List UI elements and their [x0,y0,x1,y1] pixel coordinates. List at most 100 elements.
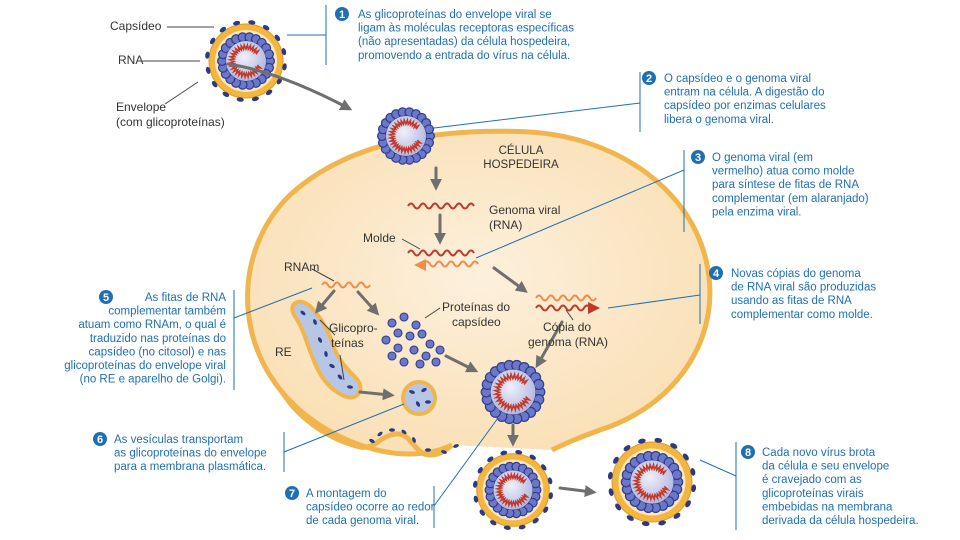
host-cell [245,128,713,458]
step-caption-6: 6 As vesículas transportam as glicoproteín… [93,432,267,473]
step-caption-line: As fitas de RNA [145,292,226,304]
step-number-badge: 6 [93,432,107,446]
genome-copy-complementary [535,294,597,302]
step-caption-line: As vesículas transportam [114,434,243,446]
label-genome-copy: Cópia do [543,320,591,334]
step-caption-line: de RNA viral são produzidas [731,282,876,294]
virus-budding [473,450,553,530]
step-caption-line: glicoproteínas do envelope viral [64,360,226,372]
mrna-strand [321,281,371,289]
label-capsid-proteins-2: capsídeo [452,315,501,329]
label-capsid: Capsídeo [110,19,162,33]
label-host-cell: CÉLULA [499,144,544,157]
step-caption-line: complementar também [108,306,226,318]
step-caption-line: atuam como RNAm, o qual é [78,319,226,331]
step-caption-line: glicoproteínas virais [762,488,864,500]
step-caption-line: (não apresentadas) da célula hospedeira, [358,36,570,48]
step-caption-line: ligam às moléculas receptoras específica… [358,23,574,35]
viral-genome-rna [407,202,475,210]
step-caption-line: (no RE e aparelho de Golgi). [80,374,226,386]
step-number: 2 [646,73,652,85]
complementary-rna [423,260,479,268]
step-number-badge: 8 [741,445,755,459]
label-rna: RNA [118,53,143,67]
virus-assembling [480,359,546,425]
step-caption-5: 5 As fitas de RNA complementar tambématuam… [64,290,226,386]
flow-arrows [226,62,597,498]
step-caption-line: Cada novo vírus brota [762,447,876,459]
step-caption-line: promovendo a entrada do vírus na célula. [358,50,570,62]
step-caption-8: 8 Cada novo vírus brota da célula e seu en… [741,445,919,527]
virus-released [607,437,697,527]
step-caption-3: 3 O genoma viral (em vermelho) atua como m… [691,150,869,218]
step-number-badge: 4 [709,266,723,280]
genome-copy-rna [535,304,591,312]
step-caption-1: 1 As glicoproteínas do envelope viral se l… [335,7,574,62]
step-caption-line: complementar (em alaranjado) [712,193,869,205]
capsid-proteins [381,312,445,369]
virus-entering [205,20,287,102]
step-caption-2: 2 O capsídeo e o genoma viral entram na cé… [642,71,826,126]
step-caption-line: embebidas na membrana [762,501,893,513]
step-caption-line: capsídeo (no citosol) e nas [89,346,227,358]
label-genome-copy-2: genoma (RNA) [528,335,608,349]
label-leader-lines [137,26,574,381]
step-caption-line: entram na célula. A digestão do [664,87,824,99]
step-number: 8 [745,447,751,459]
step-number-badge: 1 [335,7,349,21]
step-caption-7: 7 A montagem do capsídeo ocorre ao redorde… [285,486,435,527]
label-viral-genome: Genoma viral [489,203,560,217]
transport-vesicle [401,380,437,416]
step-caption-line: libera o genoma viral. [664,114,774,126]
step-caption-line: as glicoproteínas do envelope [114,448,267,460]
step-number: 4 [713,268,720,280]
step-caption-line: capsídeo por enzimas celulares [664,100,826,112]
step-caption-4: 4 Novas cópias do genoma de RNA viral são … [709,266,876,321]
step-caption-line: derivada da célula hospedeira. [762,515,919,527]
step-number: 3 [695,152,701,164]
label-template: Molde [363,231,396,245]
step-caption-line: para a membrana plasmática. [114,461,266,473]
step-caption-line: O capsídeo e o genoma viral [664,73,811,85]
step-caption-line: Novas cópias do genoma [731,268,861,280]
step-number: 1 [339,9,345,21]
membrane-glycoproteins [369,428,459,454]
label-envelope-sub: (com glicoproteínas) [116,115,225,129]
step-caption-line: da célula e seu envelope [762,461,889,473]
step-caption-line: para síntese de fitas de RNA [712,179,859,191]
label-envelope: Envelope [116,100,166,114]
virus-uncoating [377,107,436,165]
step-number-badge: 3 [691,150,705,164]
step-caption-line: usando as fitas de RNA [731,295,852,307]
step-number: 7 [289,488,295,500]
step-number-badge: 5 [99,290,113,304]
label-host-cell-2: HOSPEDEIRA [483,159,559,171]
step-number-badge: 7 [285,486,299,500]
step-caption-line: capsídeo ocorre ao redor [306,502,435,514]
label-viral-genome-2: (RNA) [489,218,522,232]
genome-copy-arrowhead [588,302,600,314]
step-caption-line: traduzido nas proteínas do [90,333,226,345]
step-captions: 1 As glicoproteínas do envelope viral se l… [64,7,919,527]
step-caption-line: de cada genoma viral. [306,515,419,527]
step-caption-line: é cravejado com as [762,474,862,486]
label-capsid-proteins: Proteínas do [442,300,510,314]
step-caption-line: complementar como molde. [731,309,873,321]
step-caption-line: As glicoproteínas do envelope viral se [358,9,552,21]
label-mrna: RNAm [284,260,319,274]
step-caption-line: vermelho) atua como molde [712,166,855,178]
step-number: 5 [103,292,109,304]
label-er: RE [275,345,292,359]
label-glycoproteins-2: teínas [331,336,364,350]
step-caption-line: O genoma viral (em [712,152,813,164]
label-glycoproteins: Glicopro- [329,321,378,335]
step-caption-line: pela enzima viral. [712,206,801,218]
callout-connectors [233,5,737,530]
complementary-rna-arrowhead [414,259,426,271]
step-number: 6 [97,434,103,446]
step-caption-line: A montagem do [306,488,387,500]
step-number-badge: 2 [642,71,656,85]
template-rna [407,249,475,257]
diagram-labels: Capsídeo RNA Envelope (com glicoproteína… [110,19,608,359]
